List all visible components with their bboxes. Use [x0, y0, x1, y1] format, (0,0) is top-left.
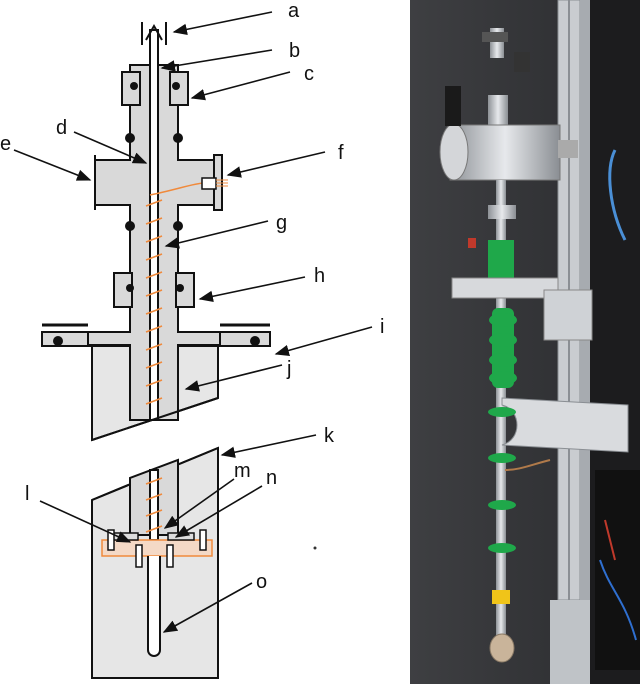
probe-schematic: a b c d e f g h i j k l m n o	[0, 0, 384, 679]
clamp-block-h-right	[175, 272, 195, 308]
label-o: o	[256, 571, 267, 593]
leader-j	[184, 364, 283, 392]
leader-m	[163, 478, 235, 529]
leader-g	[164, 220, 269, 249]
label-m: m	[234, 460, 251, 482]
sample-mount-plate	[101, 539, 213, 557]
green-insulator	[489, 308, 517, 388]
leader-h	[198, 276, 306, 302]
feedthrough-connector	[201, 177, 217, 190]
u-holder	[501, 397, 629, 453]
leader-d	[73, 131, 148, 164]
label-e: e	[0, 133, 11, 155]
sample-tube-o	[147, 556, 161, 657]
label-h: h	[314, 265, 325, 287]
leader-i	[274, 326, 373, 357]
apparatus-photo	[410, 0, 640, 684]
leader-b	[160, 49, 273, 72]
flange-oring-left	[53, 336, 63, 346]
label-n: n	[266, 467, 277, 489]
label-a: a	[288, 0, 300, 22]
label-d: d	[56, 117, 67, 139]
top-fitting-a	[141, 22, 167, 45]
label-b: b	[289, 40, 300, 62]
leader-f	[226, 151, 326, 178]
label-j: j	[286, 358, 291, 380]
label-l: l	[25, 483, 29, 505]
label-g: g	[276, 212, 287, 234]
flange-oring-right	[250, 336, 260, 346]
leader-a	[172, 11, 273, 36]
leader-e	[13, 149, 92, 181]
leader-l	[39, 500, 132, 543]
glass-bulb	[489, 633, 515, 663]
central-rod	[149, 29, 159, 421]
leader-o	[162, 582, 253, 633]
label-i: i	[380, 316, 384, 338]
mount-bracket	[451, 277, 559, 299]
leader-n	[174, 485, 263, 538]
leader-c	[190, 71, 291, 101]
leader-k	[220, 434, 317, 458]
label-k: k	[324, 425, 335, 447]
label-f: f	[338, 142, 344, 164]
label-c: c	[304, 63, 314, 85]
